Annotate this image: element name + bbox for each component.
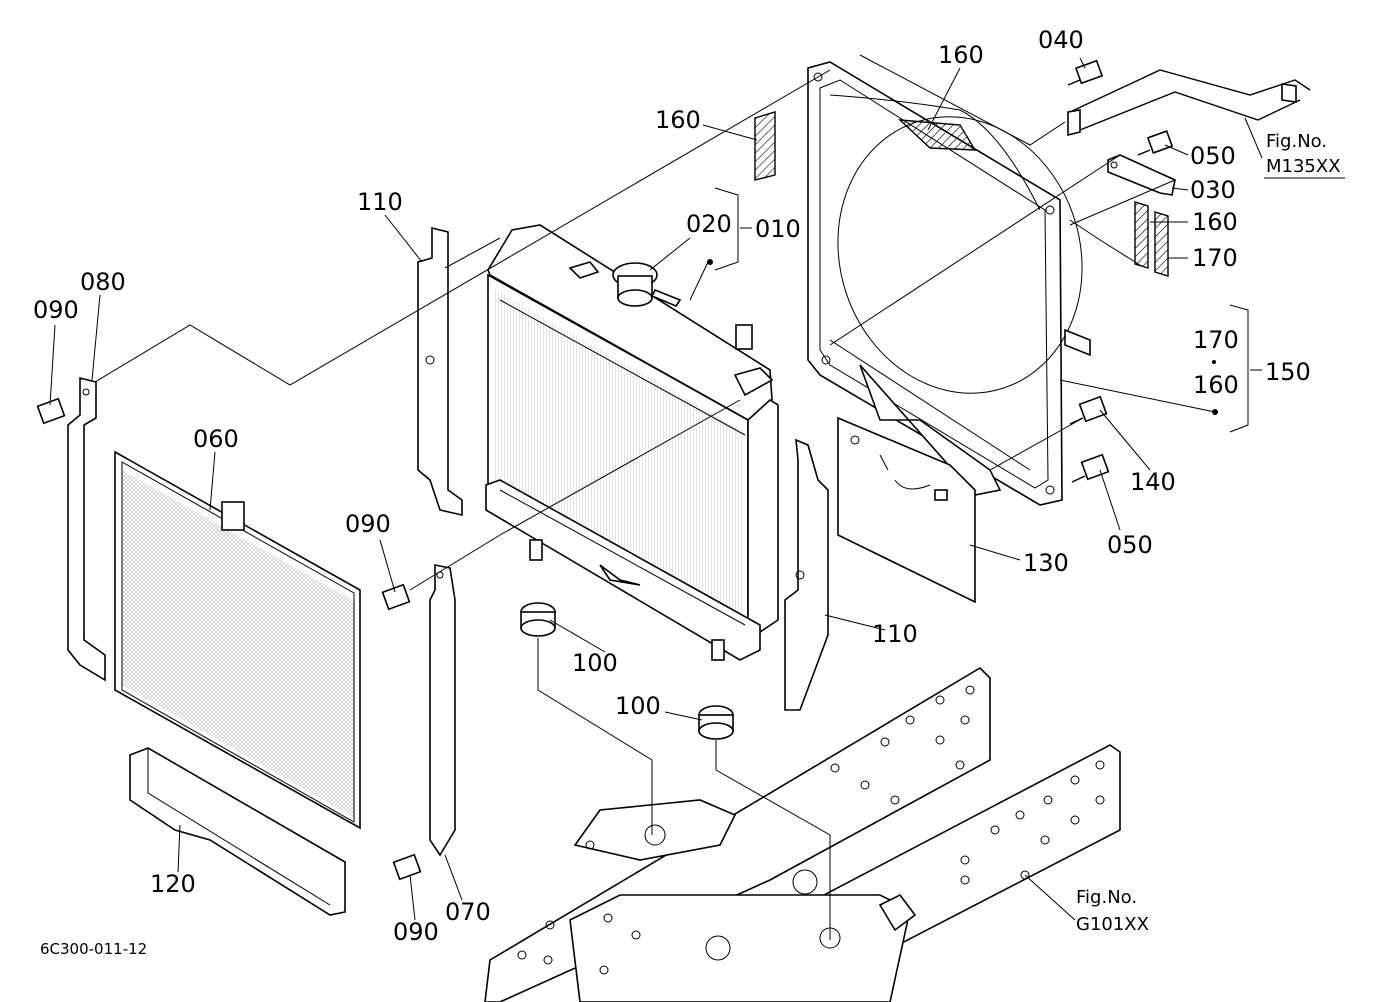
bolt-050-bottom [1071,453,1110,483]
frame-rails [484,666,1121,1002]
bolt-090-mid [381,583,411,611]
side-seal-right [784,438,829,711]
label-050-top: 050 [1190,142,1236,170]
side-seal-left [417,226,463,517]
bolt-140 [1069,395,1108,425]
label-160-right: 160 [1192,208,1238,236]
label-030: 030 [1190,176,1236,204]
label-100-a: 100 [572,649,618,677]
decal-strips [754,111,1169,277]
fig-ref-top-code: M135XX [1266,156,1341,177]
label-160-left: 160 [655,106,701,134]
bracket-left [67,376,106,682]
fig-ref-bottom-title: Fig.No. [1076,887,1137,908]
label-110-left: 110 [357,188,403,216]
label-leaders [49,57,1263,921]
bolt-050-top [1137,130,1174,156]
assembly-lines [94,54,1216,940]
fan-shroud [807,61,1091,506]
label-120: 120 [150,870,196,898]
label-110-right: 110 [872,620,918,648]
part-labels: 040 160 160 110 020 010 050 030 160 170 … [33,26,1311,946]
label-100-b: 100 [615,692,661,720]
label-060: 060 [193,425,239,453]
label-010: 010 [755,215,801,243]
fig-ref-bottom: Fig.No. G101XX [1076,887,1149,935]
bolt-090-left [36,397,66,425]
fig-ref-bottom-code: G101XX [1076,914,1149,935]
label-040: 040 [1038,26,1084,54]
rubber-mount-a [520,602,556,637]
radiator-core [485,224,779,661]
label-160-set: 160 [1193,371,1239,399]
stay [1107,154,1176,196]
dot-150-mid [1212,360,1216,364]
label-080: 080 [80,268,126,296]
screen [114,450,361,830]
bolt-090-bottom [392,853,422,881]
drawing-code: 6C300-011-12 [40,940,147,958]
bolt-040 [1067,59,1104,86]
label-090-bottom: 090 [393,918,439,946]
fig-ref-top: Fig.No. M135XX [1264,131,1345,179]
bracket-right [429,564,456,857]
label-170-set: 170 [1193,326,1239,354]
frame-holes [517,685,1105,975]
label-020: 020 [686,210,732,238]
dot-150 [1212,409,1218,415]
label-150: 150 [1265,358,1311,386]
label-090-left: 090 [33,296,79,324]
fig-ref-top-title: Fig.No. [1266,131,1327,152]
label-170-right: 170 [1192,244,1238,272]
label-090-mid: 090 [345,510,391,538]
rubber-mount-b [698,705,734,740]
upper-bracket [1067,69,1311,137]
label-140: 140 [1130,468,1176,496]
bottom-seal [129,747,346,916]
radiator-cap [612,262,682,307]
label-160-top: 160 [938,41,984,69]
label-070: 070 [445,898,491,926]
dot-010 [707,259,713,265]
label-130: 130 [1023,549,1069,577]
label-050-bottom: 050 [1107,531,1153,559]
